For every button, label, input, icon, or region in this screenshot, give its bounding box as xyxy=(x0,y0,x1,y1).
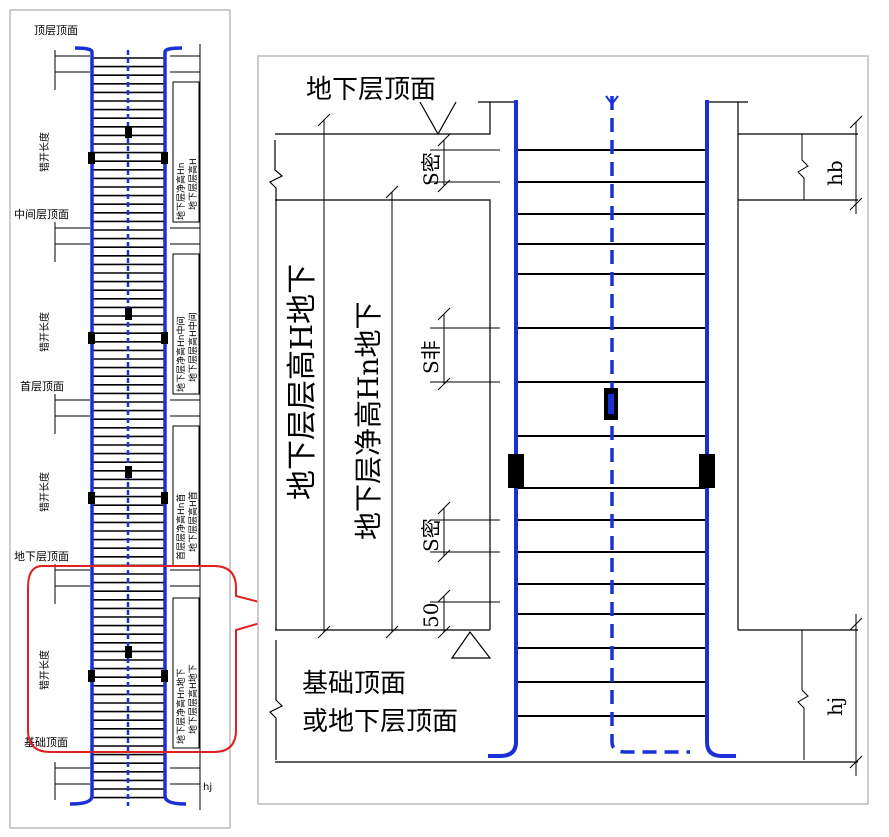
lap-label-4: 错开长度 xyxy=(38,650,51,690)
svg-text:地下层层高H首: 地下层层高H首 xyxy=(187,491,199,552)
right-stirrups xyxy=(516,149,707,717)
svg-text:地下层净高Hn地下: 地下层净高Hn地下 xyxy=(175,669,187,744)
svg-text:地下层层高H: 地下层层高H xyxy=(187,158,199,210)
dim-50-label: 50 xyxy=(419,603,443,628)
left-lap-labels: 错开长度 错开长度 错开长度 错开长度 xyxy=(38,132,51,690)
right-rebar-center xyxy=(610,96,690,754)
level-label-top: 顶层顶面 xyxy=(34,24,78,37)
lap-label-3: 错开长度 xyxy=(38,472,51,512)
level-label-basement: 地下层顶面 xyxy=(14,550,69,563)
right-slab-outlines xyxy=(268,101,858,763)
right-top-label: 地下层顶面 xyxy=(306,75,436,105)
svg-text:地下层层高H中间: 地下层层高H中间 xyxy=(187,312,199,382)
s-dense-bottom-label: S密 xyxy=(419,518,443,552)
right-bottom-label-2: 或地下层顶面 xyxy=(302,707,458,737)
svg-text:地下层净高Hn: 地下层净高Hn xyxy=(175,163,187,220)
level-label-foundation: 基础顶面 xyxy=(24,736,68,749)
s-dense-top-label: S密 xyxy=(419,152,443,186)
left-panel: 顶层顶面 中间层顶面 首层顶面 地下层顶面 基础顶面 xyxy=(9,9,302,829)
left-slab-outlines xyxy=(54,44,201,810)
story-height-label: 地下层层高H地下 xyxy=(285,264,320,500)
lap-label-2: 错开长度 xyxy=(38,312,51,352)
left-hj-label: hj xyxy=(203,782,212,793)
left-rebar-left xyxy=(69,52,94,806)
s-sparse-label: S非 xyxy=(419,340,443,374)
lap-label-1: 错开长度 xyxy=(38,132,51,172)
svg-text:地下层净高Hn中间: 地下层净高Hn中间 xyxy=(175,317,187,392)
left-height-labels: 地下层净高Hn 地下层层高H 地下层净高Hn中间 地下层层高H中间 首层层净高H… xyxy=(175,158,199,744)
right-rebar-right xyxy=(705,100,736,758)
right-bottom-label-1: 基础顶面 xyxy=(302,669,406,699)
net-height-label: 地下层净高Hn地下 xyxy=(352,302,385,540)
left-lap-markers xyxy=(88,126,168,682)
left-height-boxes xyxy=(172,81,200,749)
right-lap-markers xyxy=(508,388,715,488)
level-label-middle: 中间层顶面 xyxy=(14,208,69,221)
svg-text:首层层净高Hn首: 首层层净高Hn首 xyxy=(175,494,187,560)
svg-text:地下层层高H地下: 地下层层高H地下 xyxy=(187,664,199,734)
hj-label: hj xyxy=(823,697,847,716)
right-rebar-left xyxy=(488,100,518,758)
left-rebar-right xyxy=(163,52,187,806)
level-label-first: 首层顶面 xyxy=(20,379,64,393)
hb-label: hb xyxy=(823,160,847,186)
callout-bubble xyxy=(27,565,302,753)
right-dimension-lines xyxy=(317,113,863,776)
right-panel: 地下层顶面 基础顶面 或地下层顶面 地下层层高H地下 地下层净高Hn地下 S密 … xyxy=(257,55,869,805)
